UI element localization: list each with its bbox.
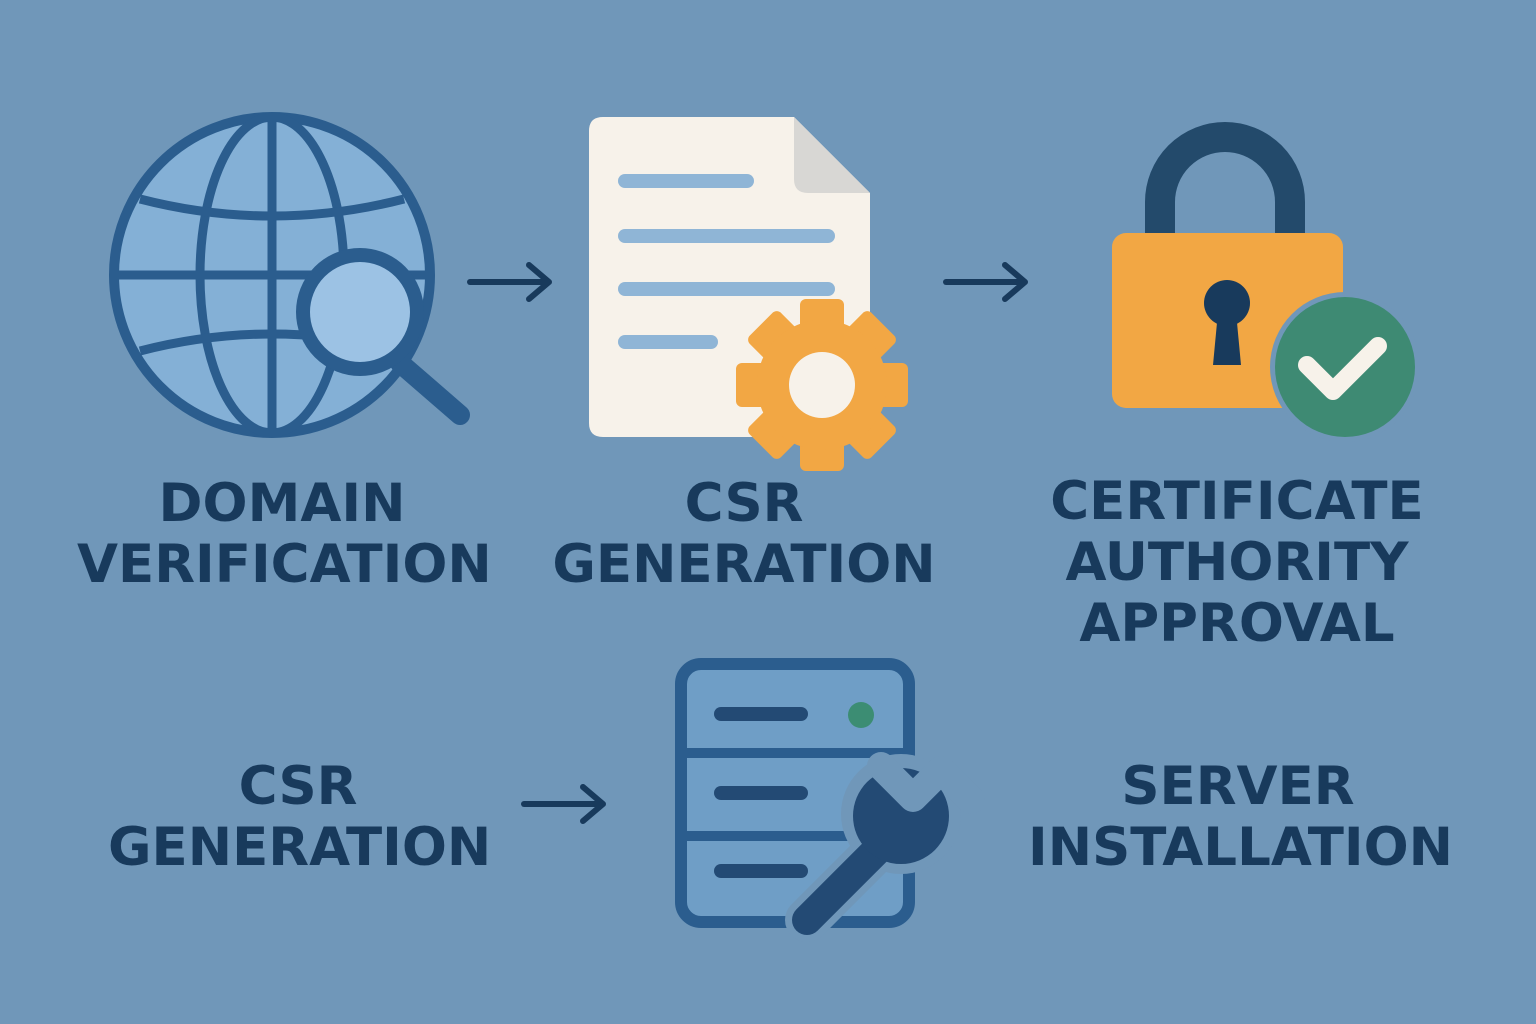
step-label-csr-generation: CSR GENERATION [552,473,936,595]
document-with-gear-icon [589,117,908,471]
server-with-wrench-icon [675,658,985,942]
globe-with-magnifier-icon [109,112,470,438]
right-arrow-icon [943,262,1028,302]
right-arrow-icon [521,784,606,824]
step-label-server-installation: SERVER INSTALLATION [1028,756,1454,878]
step-label-csr-generation-repeat: CSR GENERATION [108,756,492,878]
step-label-certificate-authority-approval: CERTIFICATE AUTHORITY APPROVAL [1050,471,1424,654]
padlock-with-check-icon [1112,122,1420,442]
step-label-domain-verification: DOMAIN VERIFICATION [77,473,492,595]
right-arrow-icon [467,262,552,302]
